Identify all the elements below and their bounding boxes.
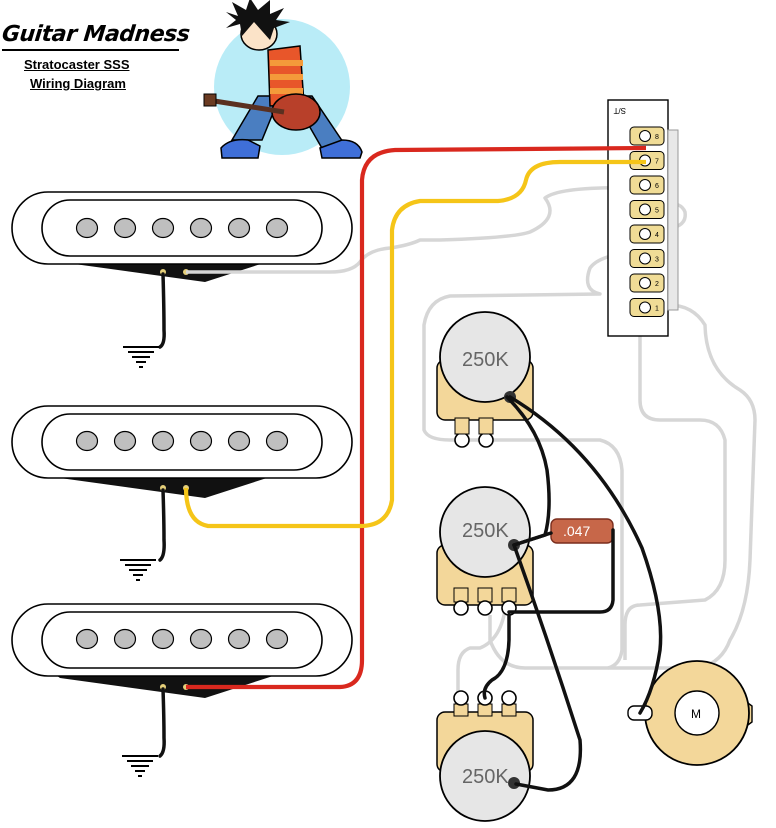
switch-terminal-number: 2: [655, 281, 659, 288]
guitarist-illustration: [203, 0, 363, 159]
brand-underline: [2, 49, 179, 51]
pot-volume-label: 250K: [462, 349, 509, 371]
black-wires: [482, 395, 663, 792]
pot-volume: 250K: [436, 311, 534, 448]
switch-terminal-number: 7: [655, 159, 659, 166]
switch-terminal-lug-2: [639, 277, 651, 289]
switch-terminal-number: 1: [655, 306, 659, 313]
pot-tone-2-label: 250K: [462, 766, 509, 788]
pot-tone-2: 250K: [436, 690, 534, 822]
switch-terminal-number: 5: [655, 208, 659, 215]
switch-terminal-lug-6: [639, 179, 651, 191]
switch-label: S/T: [613, 106, 626, 115]
diagram-title-line2: Wiring Diagram: [30, 76, 126, 91]
ground-symbol-bridge: [121, 755, 159, 777]
yellow-wire-middle: [183, 159, 646, 529]
switch-terminal-lug-4: [639, 228, 651, 240]
pickup-neck: [11, 191, 353, 282]
switch-terminal-lug-5: [639, 203, 651, 216]
ground-symbol-middle: [119, 559, 157, 581]
ground-symbol-neck: [122, 346, 160, 368]
diagram-title-line1: Stratocaster SSS: [24, 57, 130, 72]
jack-label: M: [691, 707, 701, 721]
pickup-middle: [11, 405, 353, 498]
pot-tone-1-label: 250K: [462, 520, 509, 542]
switch-terminal-lug-3: [639, 252, 651, 265]
switch-terminals: 8 7 6 5 4 3 2 1: [629, 126, 665, 317]
switch-terminal-number: 4: [655, 232, 659, 239]
pickup-bridge: [11, 603, 353, 698]
tone-capacitor: .047: [550, 518, 614, 544]
switch-terminal-lug-8: [639, 130, 651, 142]
switch-terminal-number: 8: [655, 134, 659, 141]
output-jack: M: [627, 660, 753, 766]
switch-terminal-number: 6: [655, 183, 659, 190]
switch-terminal-number: 3: [655, 257, 659, 264]
capacitor-label: .047: [563, 523, 590, 539]
pot-tone-1: 250K: [436, 486, 534, 616]
pickup-ground-leads: [158, 272, 166, 758]
red-wire-bridge: [186, 145, 647, 690]
switch-terminal-lug-1: [639, 301, 651, 314]
